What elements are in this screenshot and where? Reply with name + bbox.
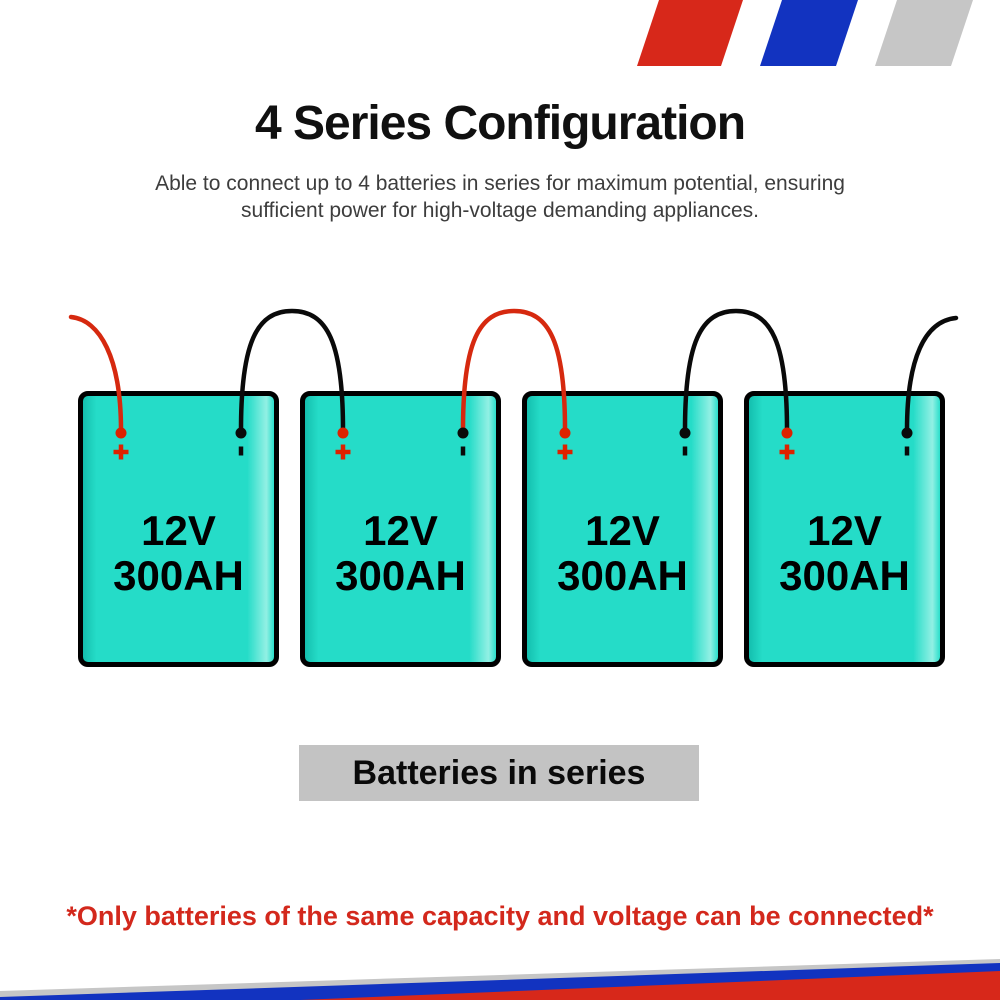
battery-4-label: 12V 300AH	[749, 508, 940, 598]
page-title: 4 Series Configuration	[254, 97, 746, 150]
warning-note: *Only batteries of the same capacity and…	[66, 901, 934, 931]
battery-2-label: 12V 300AH	[305, 508, 496, 598]
battery-4-voltage: 12V	[807, 507, 882, 554]
subtitle-line-2: sufficient power for high-voltage demand…	[241, 199, 759, 222]
subtitle-line-1: Able to connect up to 4 batteries in ser…	[155, 172, 845, 195]
battery-2-capacity: 300AH	[335, 552, 466, 599]
battery-3-capacity: 300AH	[557, 552, 688, 599]
battery-3-voltage: 12V	[585, 507, 660, 554]
battery-1: 12V 300AH	[78, 391, 279, 667]
battery-1-label: 12V 300AH	[83, 508, 274, 598]
battery-3: 12V 300AH	[522, 391, 723, 667]
battery-2: 12V 300AH	[300, 391, 501, 667]
bottom-stripe-blue	[0, 963, 1000, 1000]
battery-3-label: 12V 300AH	[527, 508, 718, 598]
battery-1-voltage: 12V	[141, 507, 216, 554]
top-stripe-gray	[875, 0, 973, 66]
battery-1-capacity: 300AH	[113, 552, 244, 599]
battery-4: 12V 300AH	[744, 391, 945, 667]
top-stripe-red	[637, 0, 743, 66]
bottom-stripe-gray	[0, 959, 1000, 1000]
series-caption: Batteries in series	[299, 745, 699, 801]
battery-2-voltage: 12V	[363, 507, 438, 554]
battery-4-capacity: 300AH	[779, 552, 910, 599]
top-stripe-blue	[760, 0, 858, 66]
bottom-stripe-red	[300, 971, 1000, 1000]
page-subtitle: Able to connect up to 4 batteries in ser…	[0, 170, 1000, 224]
